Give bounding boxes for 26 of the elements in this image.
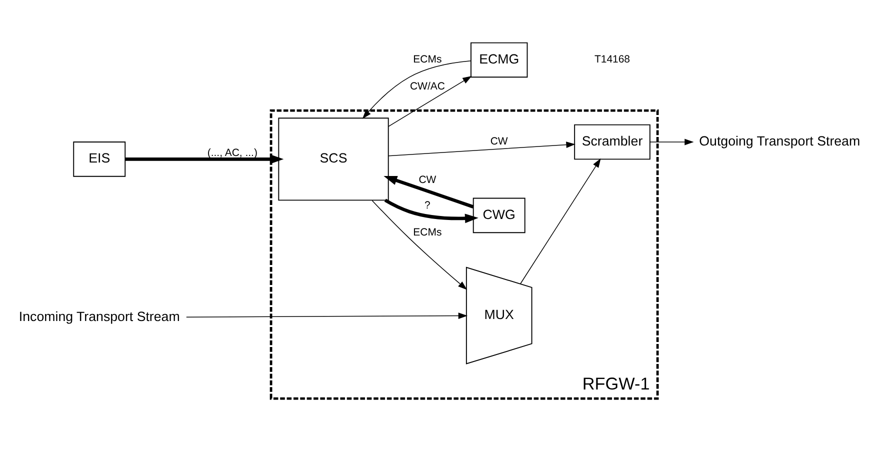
arrow bbox=[384, 176, 474, 208]
node-box: CWG bbox=[472, 198, 526, 234]
node-box: MUX bbox=[466, 266, 532, 364]
edge-label: (..., AC, ...) bbox=[207, 148, 258, 160]
node-box: ECMG bbox=[470, 42, 528, 78]
arrow bbox=[384, 198, 478, 224]
arrow bbox=[125, 154, 284, 164]
node-text: Outgoing Transport Stream bbox=[699, 134, 860, 149]
node-box: EIS bbox=[73, 142, 126, 177]
arrow bbox=[388, 76, 472, 127]
edge-label: ? bbox=[424, 200, 430, 212]
edge-label: CW bbox=[418, 174, 436, 186]
arrow bbox=[388, 142, 576, 156]
arrow bbox=[520, 158, 601, 284]
edge-label: ECMs bbox=[413, 54, 442, 66]
edge-label: CW bbox=[490, 136, 508, 148]
edge-label: ECMs bbox=[413, 227, 442, 238]
arrow bbox=[372, 200, 468, 290]
node-box: Scrambler bbox=[574, 124, 650, 160]
arrow bbox=[362, 60, 471, 119]
label: T14168 bbox=[594, 54, 630, 66]
node-box: SCS bbox=[278, 118, 389, 201]
node-text: Incoming Transport Stream bbox=[18, 309, 180, 324]
arrow bbox=[650, 138, 694, 146]
edge-label: CW/AC bbox=[410, 81, 445, 92]
arrow bbox=[186, 312, 468, 319]
